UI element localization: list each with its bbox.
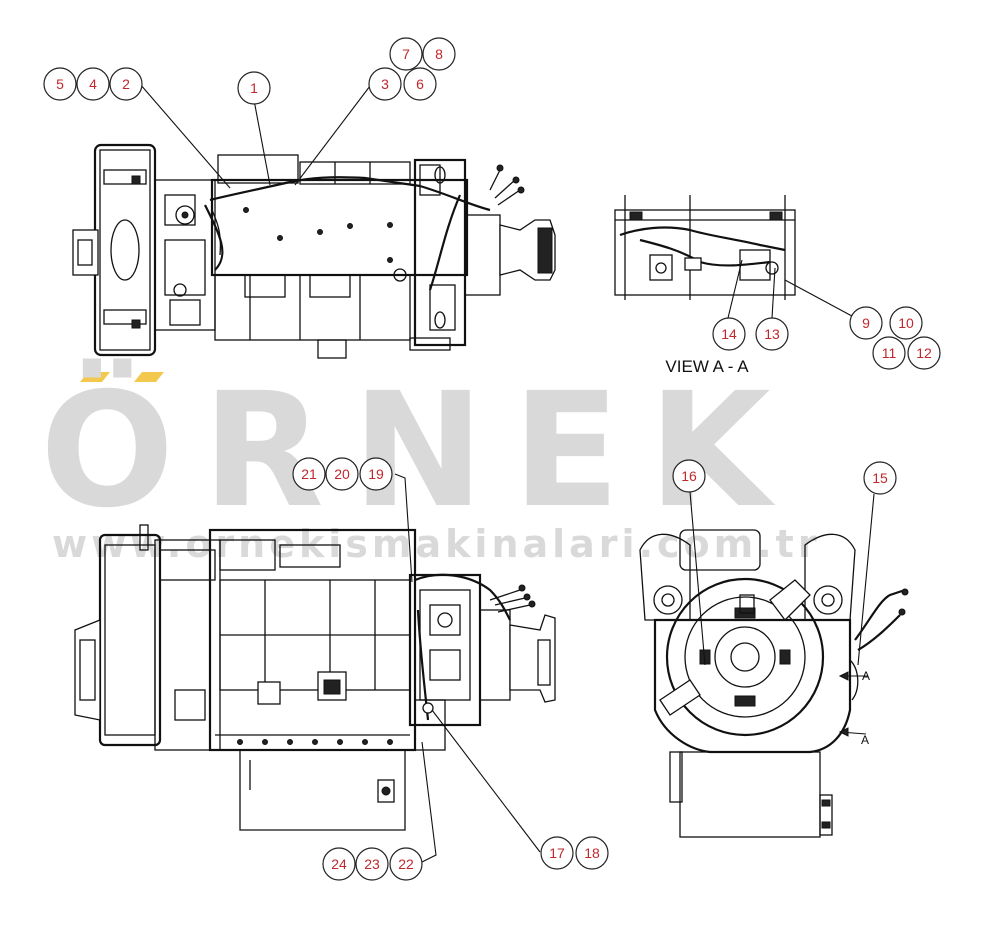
callout-3[interactable]: 3 bbox=[368, 67, 402, 101]
svg-text:21: 21 bbox=[301, 466, 317, 482]
watermark: ÖRNEK www.ornekismakinalari.com.tr bbox=[40, 357, 821, 566]
svg-text:22: 22 bbox=[398, 856, 414, 872]
leader-lines bbox=[139, 83, 875, 864]
view-a-a-detail: VIEW A - A bbox=[614, 195, 796, 376]
svg-text:17: 17 bbox=[549, 845, 565, 861]
callout-9[interactable]: 9 bbox=[849, 306, 883, 340]
view-a-a-label: VIEW A - A bbox=[665, 357, 749, 376]
callout-12[interactable]: 12 bbox=[907, 336, 941, 370]
svg-text:19: 19 bbox=[368, 466, 384, 482]
svg-text:23: 23 bbox=[364, 856, 380, 872]
svg-text:18: 18 bbox=[584, 845, 600, 861]
svg-text:10: 10 bbox=[898, 315, 914, 331]
svg-text:2: 2 bbox=[122, 76, 130, 92]
engine-top-side-view bbox=[72, 143, 556, 359]
watermark-accent-mark bbox=[134, 372, 164, 382]
svg-text:20: 20 bbox=[334, 466, 350, 482]
callout-1[interactable]: 1 bbox=[237, 71, 271, 105]
svg-text:9: 9 bbox=[862, 315, 870, 331]
engine-end-view: A A bbox=[639, 529, 909, 838]
svg-text:24: 24 bbox=[331, 856, 347, 872]
callout-13[interactable]: 13 bbox=[755, 317, 789, 351]
svg-text:3: 3 bbox=[381, 76, 389, 92]
callout-15[interactable]: 15 bbox=[863, 461, 897, 495]
watermark-accent-mark bbox=[80, 372, 110, 382]
watermark-brand: ÖRNEK bbox=[40, 357, 799, 543]
callout-24[interactable]: 24 bbox=[322, 847, 356, 881]
svg-text:7: 7 bbox=[402, 46, 410, 62]
callout-21[interactable]: 21 bbox=[292, 457, 326, 491]
callout-10[interactable]: 10 bbox=[889, 306, 923, 340]
callout-7[interactable]: 7 bbox=[389, 37, 423, 71]
callout-6[interactable]: 6 bbox=[403, 67, 437, 101]
callouts: 1 2 3 4 5 6 7 8 9 10 11 12 13 14 15 16 1… bbox=[43, 37, 941, 881]
watermark-url: www.ornekismakinalari.com.tr bbox=[52, 522, 821, 566]
svg-text:16: 16 bbox=[681, 468, 697, 484]
svg-text:5: 5 bbox=[56, 76, 64, 92]
svg-text:15: 15 bbox=[872, 470, 888, 486]
callout-19[interactable]: 19 bbox=[359, 457, 393, 491]
callout-14[interactable]: 14 bbox=[712, 317, 746, 351]
engine-lower-side-view bbox=[74, 524, 556, 831]
section-mark-a-upper: A bbox=[862, 669, 870, 683]
svg-text:11: 11 bbox=[882, 345, 897, 361]
svg-text:13: 13 bbox=[764, 326, 780, 342]
callout-16[interactable]: 16 bbox=[672, 459, 706, 493]
callout-11[interactable]: 11 bbox=[872, 336, 906, 370]
svg-text:6: 6 bbox=[416, 76, 424, 92]
callout-5[interactable]: 5 bbox=[43, 67, 77, 101]
svg-text:14: 14 bbox=[721, 326, 737, 342]
callout-22[interactable]: 22 bbox=[389, 847, 423, 881]
svg-text:4: 4 bbox=[89, 76, 97, 92]
callout-20[interactable]: 20 bbox=[325, 457, 359, 491]
section-mark-a-lower: A bbox=[861, 733, 869, 747]
svg-text:1: 1 bbox=[250, 80, 258, 96]
callout-23[interactable]: 23 bbox=[355, 847, 389, 881]
callout-17[interactable]: 17 bbox=[540, 836, 574, 870]
svg-text:8: 8 bbox=[435, 46, 443, 62]
callout-8[interactable]: 8 bbox=[422, 37, 456, 71]
callout-18[interactable]: 18 bbox=[575, 836, 609, 870]
callout-4[interactable]: 4 bbox=[76, 67, 110, 101]
svg-text:12: 12 bbox=[916, 345, 932, 361]
callout-2[interactable]: 2 bbox=[109, 67, 143, 101]
